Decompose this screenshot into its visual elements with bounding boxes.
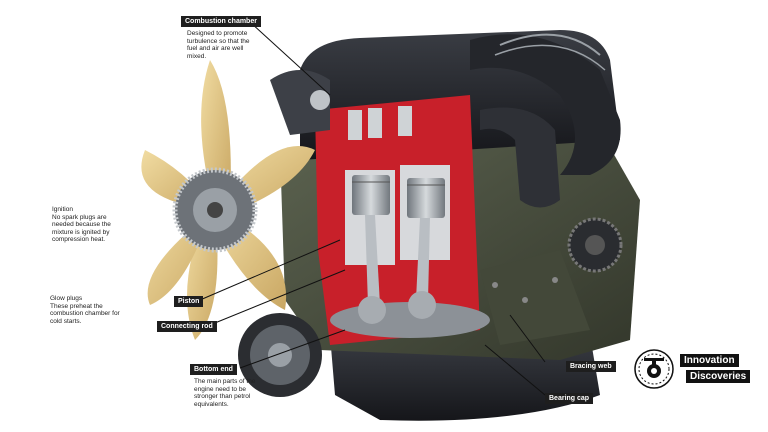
fuel-line	[494, 44, 606, 71]
piston	[407, 178, 445, 218]
combustion-chamber-description: Designed to promote turbulence so that t…	[187, 30, 250, 60]
logo-text-line2: Discoveries	[686, 370, 751, 383]
logo: Innovation Discoveries	[634, 348, 764, 390]
connecting-rod-label: Connecting rod	[157, 321, 217, 332]
bolt	[522, 297, 528, 303]
logo-text-line1: Innovation	[680, 354, 739, 367]
turbo-pipe	[480, 107, 560, 208]
crank-throw	[408, 291, 436, 319]
valve-spring	[368, 108, 382, 138]
valve-spring	[398, 106, 412, 136]
bracing-web-label: Bracing web	[566, 361, 616, 372]
bottom-end-label: Bottom end	[190, 364, 237, 375]
gear-wrench-emblem-icon	[634, 349, 674, 389]
bottom-end-description: The main parts of the engine need to be …	[194, 378, 256, 408]
glow-plugs-title: Glow plugs	[50, 295, 83, 302]
bolt	[492, 282, 498, 288]
ignition-callout: Ignition No spark plugs are needed becau…	[52, 206, 124, 244]
connecting-rod	[365, 215, 380, 305]
valve-spring	[348, 110, 362, 140]
cutaway-section	[315, 95, 480, 345]
bolt	[552, 277, 558, 283]
bracing-web	[480, 250, 590, 345]
leader-lines	[199, 21, 546, 396]
glow-plugs-callout: Glow plugs These preheat the combustion …	[50, 295, 122, 325]
connecting-rod	[416, 218, 430, 300]
ignition-title: Ignition	[52, 206, 73, 213]
piston	[352, 175, 390, 215]
bearing-cap-label: Bearing cap	[545, 393, 594, 404]
intake-manifold	[470, 34, 621, 176]
glow-plugs-description: These preheat the combustion chamber for…	[50, 302, 120, 325]
combustion-chamber-label: Combustion chamber	[181, 16, 261, 27]
fuel-injection-pump	[270, 70, 330, 135]
fuel-line	[499, 33, 601, 56]
ignition-description: No spark plugs are needed because the mi…	[52, 213, 111, 244]
piston-label: Piston	[174, 296, 204, 307]
crank-throw	[358, 296, 386, 324]
